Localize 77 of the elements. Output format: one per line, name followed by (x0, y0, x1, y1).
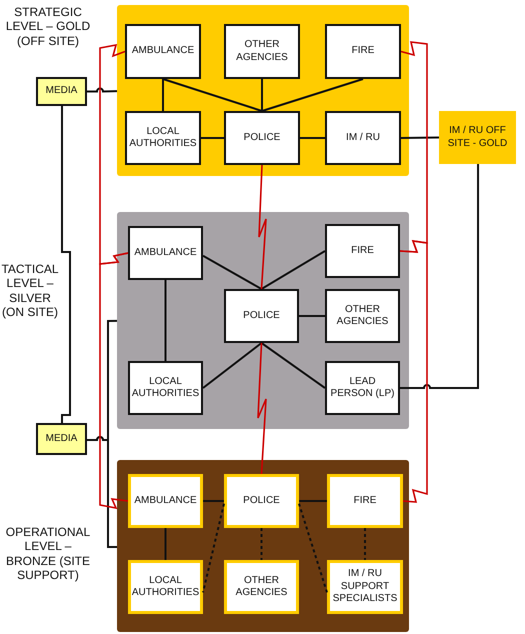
agency-box (224, 289, 299, 343)
agency-box (325, 361, 400, 415)
connector-line (87, 436, 117, 548)
lightning-link (258, 164, 267, 290)
agency-name: MEDIA (44, 85, 78, 98)
agency-name: OTHER AGENCIES (235, 39, 289, 64)
connector-line (299, 315, 325, 317)
connector-line (400, 164, 480, 389)
lightning-link (99, 252, 128, 510)
agency-name: POLICE (242, 132, 282, 144)
connector-line (162, 78, 262, 112)
connector-line (298, 503, 328, 593)
connector-line (164, 528, 166, 560)
agency-box (439, 111, 516, 164)
agency-name: AMBULANCE (133, 246, 198, 260)
level-panel (117, 212, 409, 429)
agency-box (224, 24, 300, 79)
agency-box (125, 111, 201, 165)
agency-box (125, 24, 201, 79)
agency-name: LOCAL AUTHORITIES (130, 376, 200, 400)
agency-name: LEAD PERSON (LP) (330, 376, 396, 400)
connector-line (364, 528, 366, 560)
media-box (36, 77, 87, 106)
lightning-link (400, 240, 428, 503)
connector-line (61, 106, 71, 423)
agency-box (327, 474, 403, 528)
connector-line (299, 500, 327, 502)
agency-name: IM / RU OFF SITE - GOLD (446, 125, 508, 150)
media-box (36, 423, 87, 455)
agency-name: AMBULANCE (133, 494, 198, 508)
lightning-link (257, 342, 267, 474)
connector-line (87, 88, 118, 92)
agency-name: MEDIA (44, 432, 78, 446)
connector-line (162, 79, 164, 111)
connector-line (300, 137, 325, 139)
connector-line (201, 137, 224, 139)
agency-box (325, 224, 400, 278)
connector-line (202, 254, 262, 290)
agency-box (224, 474, 299, 528)
agency-box (128, 226, 203, 280)
level-panel (117, 460, 409, 632)
agency-box (128, 560, 203, 614)
agency-name: POLICE (242, 494, 281, 508)
agency-name: LOCAL AUTHORITIES (128, 126, 198, 150)
connector-line (202, 342, 262, 389)
connector-line (260, 250, 326, 290)
agency-name: FIRE (352, 494, 378, 508)
connector-line (262, 78, 364, 112)
lightning-link (99, 44, 128, 265)
level-label: STRATEGIC LEVEL – GOLD (OFF SITE) (4, 5, 92, 48)
connector-line (400, 136, 440, 139)
level-label: TACTICAL LEVEL – SILVER (ON SITE) (0, 262, 60, 320)
agency-box (224, 560, 299, 614)
connector-line (203, 500, 224, 502)
agency-box (224, 111, 300, 165)
agency-name: OTHER AGENCIES (234, 574, 288, 600)
level-panel (117, 5, 409, 176)
agency-box (325, 289, 400, 343)
agency-name: POLICE (242, 310, 281, 322)
agency-box (327, 560, 403, 614)
connector-line (202, 503, 225, 593)
agency-box (325, 111, 401, 165)
agency-name: FIRE (350, 244, 375, 258)
agency-name: FIRE (350, 45, 376, 58)
agency-box (128, 474, 203, 528)
connector-line (260, 528, 262, 560)
agency-box (325, 24, 401, 79)
agency-name: OTHER AGENCIES (336, 304, 390, 328)
connector-line (260, 342, 326, 389)
agency-box (128, 361, 203, 415)
connector-line (261, 79, 263, 111)
agency-name: IM / RU SUPPORT SPECIALISTS (332, 568, 398, 606)
connector-line (164, 280, 166, 361)
agency-name: IM / RU (345, 132, 381, 144)
level-label: OPERATIONAL LEVEL – BRONZE (SITE SUPPORT) (4, 525, 92, 583)
agency-name: LOCAL AUTHORITIES (130, 574, 200, 600)
agency-name: AMBULANCE (130, 45, 196, 58)
